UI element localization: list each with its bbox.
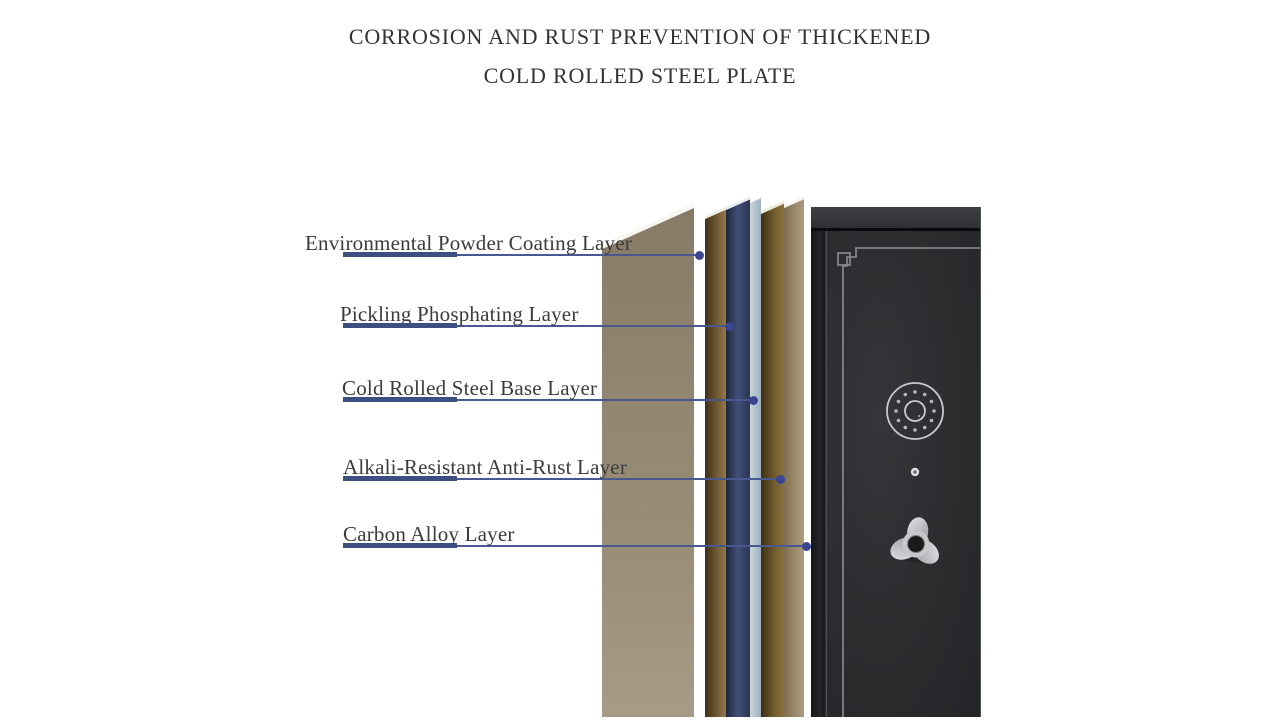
leader-line — [343, 254, 699, 256]
leader-dot — [776, 475, 785, 484]
layer-phosphating-gold — [705, 206, 726, 717]
title-line-2: COLD ROLLED STEEL PLATE — [483, 63, 797, 88]
layer-gold-alloy — [761, 200, 784, 717]
handle-icon — [890, 517, 939, 564]
indicator-dot — [910, 467, 920, 477]
leader-dot — [802, 542, 811, 551]
leader-dot — [695, 251, 704, 260]
safe-door-seam — [811, 228, 980, 231]
layer-anti-rust-gray — [750, 196, 761, 717]
safe-door — [811, 207, 981, 717]
leader-bar — [343, 476, 457, 481]
leader-bar — [343, 397, 457, 402]
leader-bar — [343, 323, 457, 328]
callout-label: Cold Rolled Steel Base Layer — [342, 376, 598, 400]
callout-label: Environmental Powder Coating Layer — [305, 231, 632, 255]
layer-steel-base-navy — [726, 196, 750, 717]
safe-door-top-bezel — [811, 207, 980, 228]
layer-carbon-tan — [784, 196, 804, 717]
door-frame-line — [837, 247, 980, 717]
dial-icon — [886, 382, 944, 440]
callout-label: Carbon Alloy Layer — [343, 522, 515, 546]
leader-bar — [343, 252, 457, 257]
leader-dot — [749, 396, 758, 405]
dial-dots — [894, 390, 936, 432]
safe-door-edge — [811, 207, 824, 717]
leader-dot — [725, 322, 734, 331]
leader-line — [343, 399, 753, 401]
callout-label: Alkali-Resistant Anti-Rust Layer — [343, 455, 628, 479]
title-line-1: CORROSION AND RUST PREVENTION OF THICKEN… — [348, 24, 932, 49]
page-title: CORROSION AND RUST PREVENTION OF THICKEN… — [0, 17, 1280, 95]
leader-line — [343, 325, 729, 327]
leader-bar — [343, 543, 457, 548]
safe-door-edge-highlight — [824, 207, 827, 717]
leader-line — [343, 478, 780, 480]
callout-label: Pickling Phosphating Layer — [340, 302, 579, 326]
leader-line — [343, 545, 806, 547]
safe-door-details — [837, 247, 980, 717]
